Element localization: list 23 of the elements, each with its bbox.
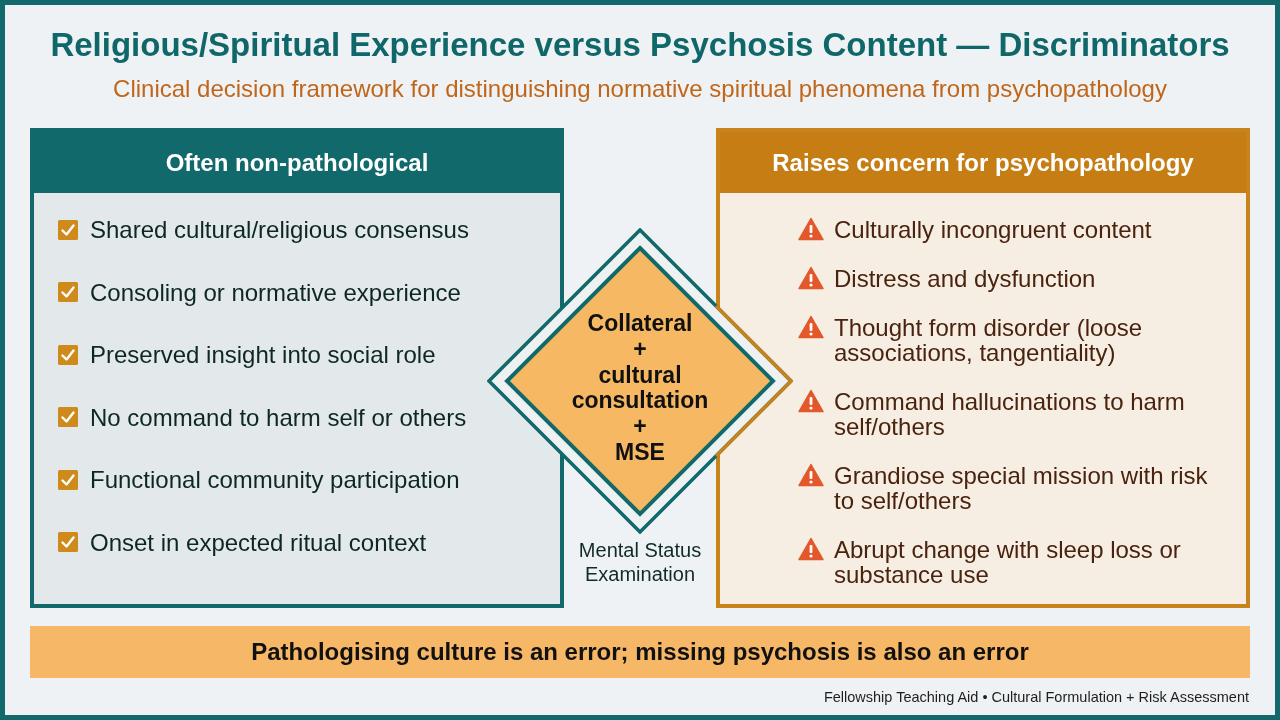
criteria-panel [30,128,564,608]
list-item-text: Command hallucinations to harm self/others [834,389,1186,439]
list-item-text: No command to harm self or others [90,404,467,430]
criteria-panel [716,128,1250,608]
list-item-text: Abrupt change with sleep loss or substance use [834,537,1182,587]
list-item-text: Preserved insight into social role [90,342,436,368]
banner-text: Pathologising culture is an error; missing psychosis is also an error [251,638,1029,666]
list-item-text: Consoling or normative experience [90,279,461,305]
list-item-text: Distress and dysfunction [834,266,1097,291]
panel-header: Often non-pathological [34,132,560,193]
list-item-text: Functional community participation [90,467,460,493]
footer-note: Fellowship Teaching Aid • Cultural Formulation + Risk Assessment [822,689,1249,707]
diamond-text: Collateral + cultural consultation + MSE [571,310,709,466]
summary-banner [30,626,1250,678]
panel-header: Raises concern for psychopathology [720,132,1246,193]
list-item-text: Thought form disorder (loose associations, tangentiality) [834,315,1144,365]
list-item-text: Onset in expected ritual context [90,529,427,555]
caption-text: Mental Status Examination [577,538,703,586]
subtitle: Clinical decision framework for distinguishing normative spiritual phenomena from psychopathology [112,75,1168,104]
list-item-text: Grandiose special mission with risk to self/others [834,463,1209,513]
list-item-text: Shared cultural/religious consensus [90,217,469,242]
page-title: Religious/Spiritual Experience versus Psychosis Content — Discriminators [49,25,1231,65]
list-item-text: Culturally incongruent content [834,217,1153,242]
